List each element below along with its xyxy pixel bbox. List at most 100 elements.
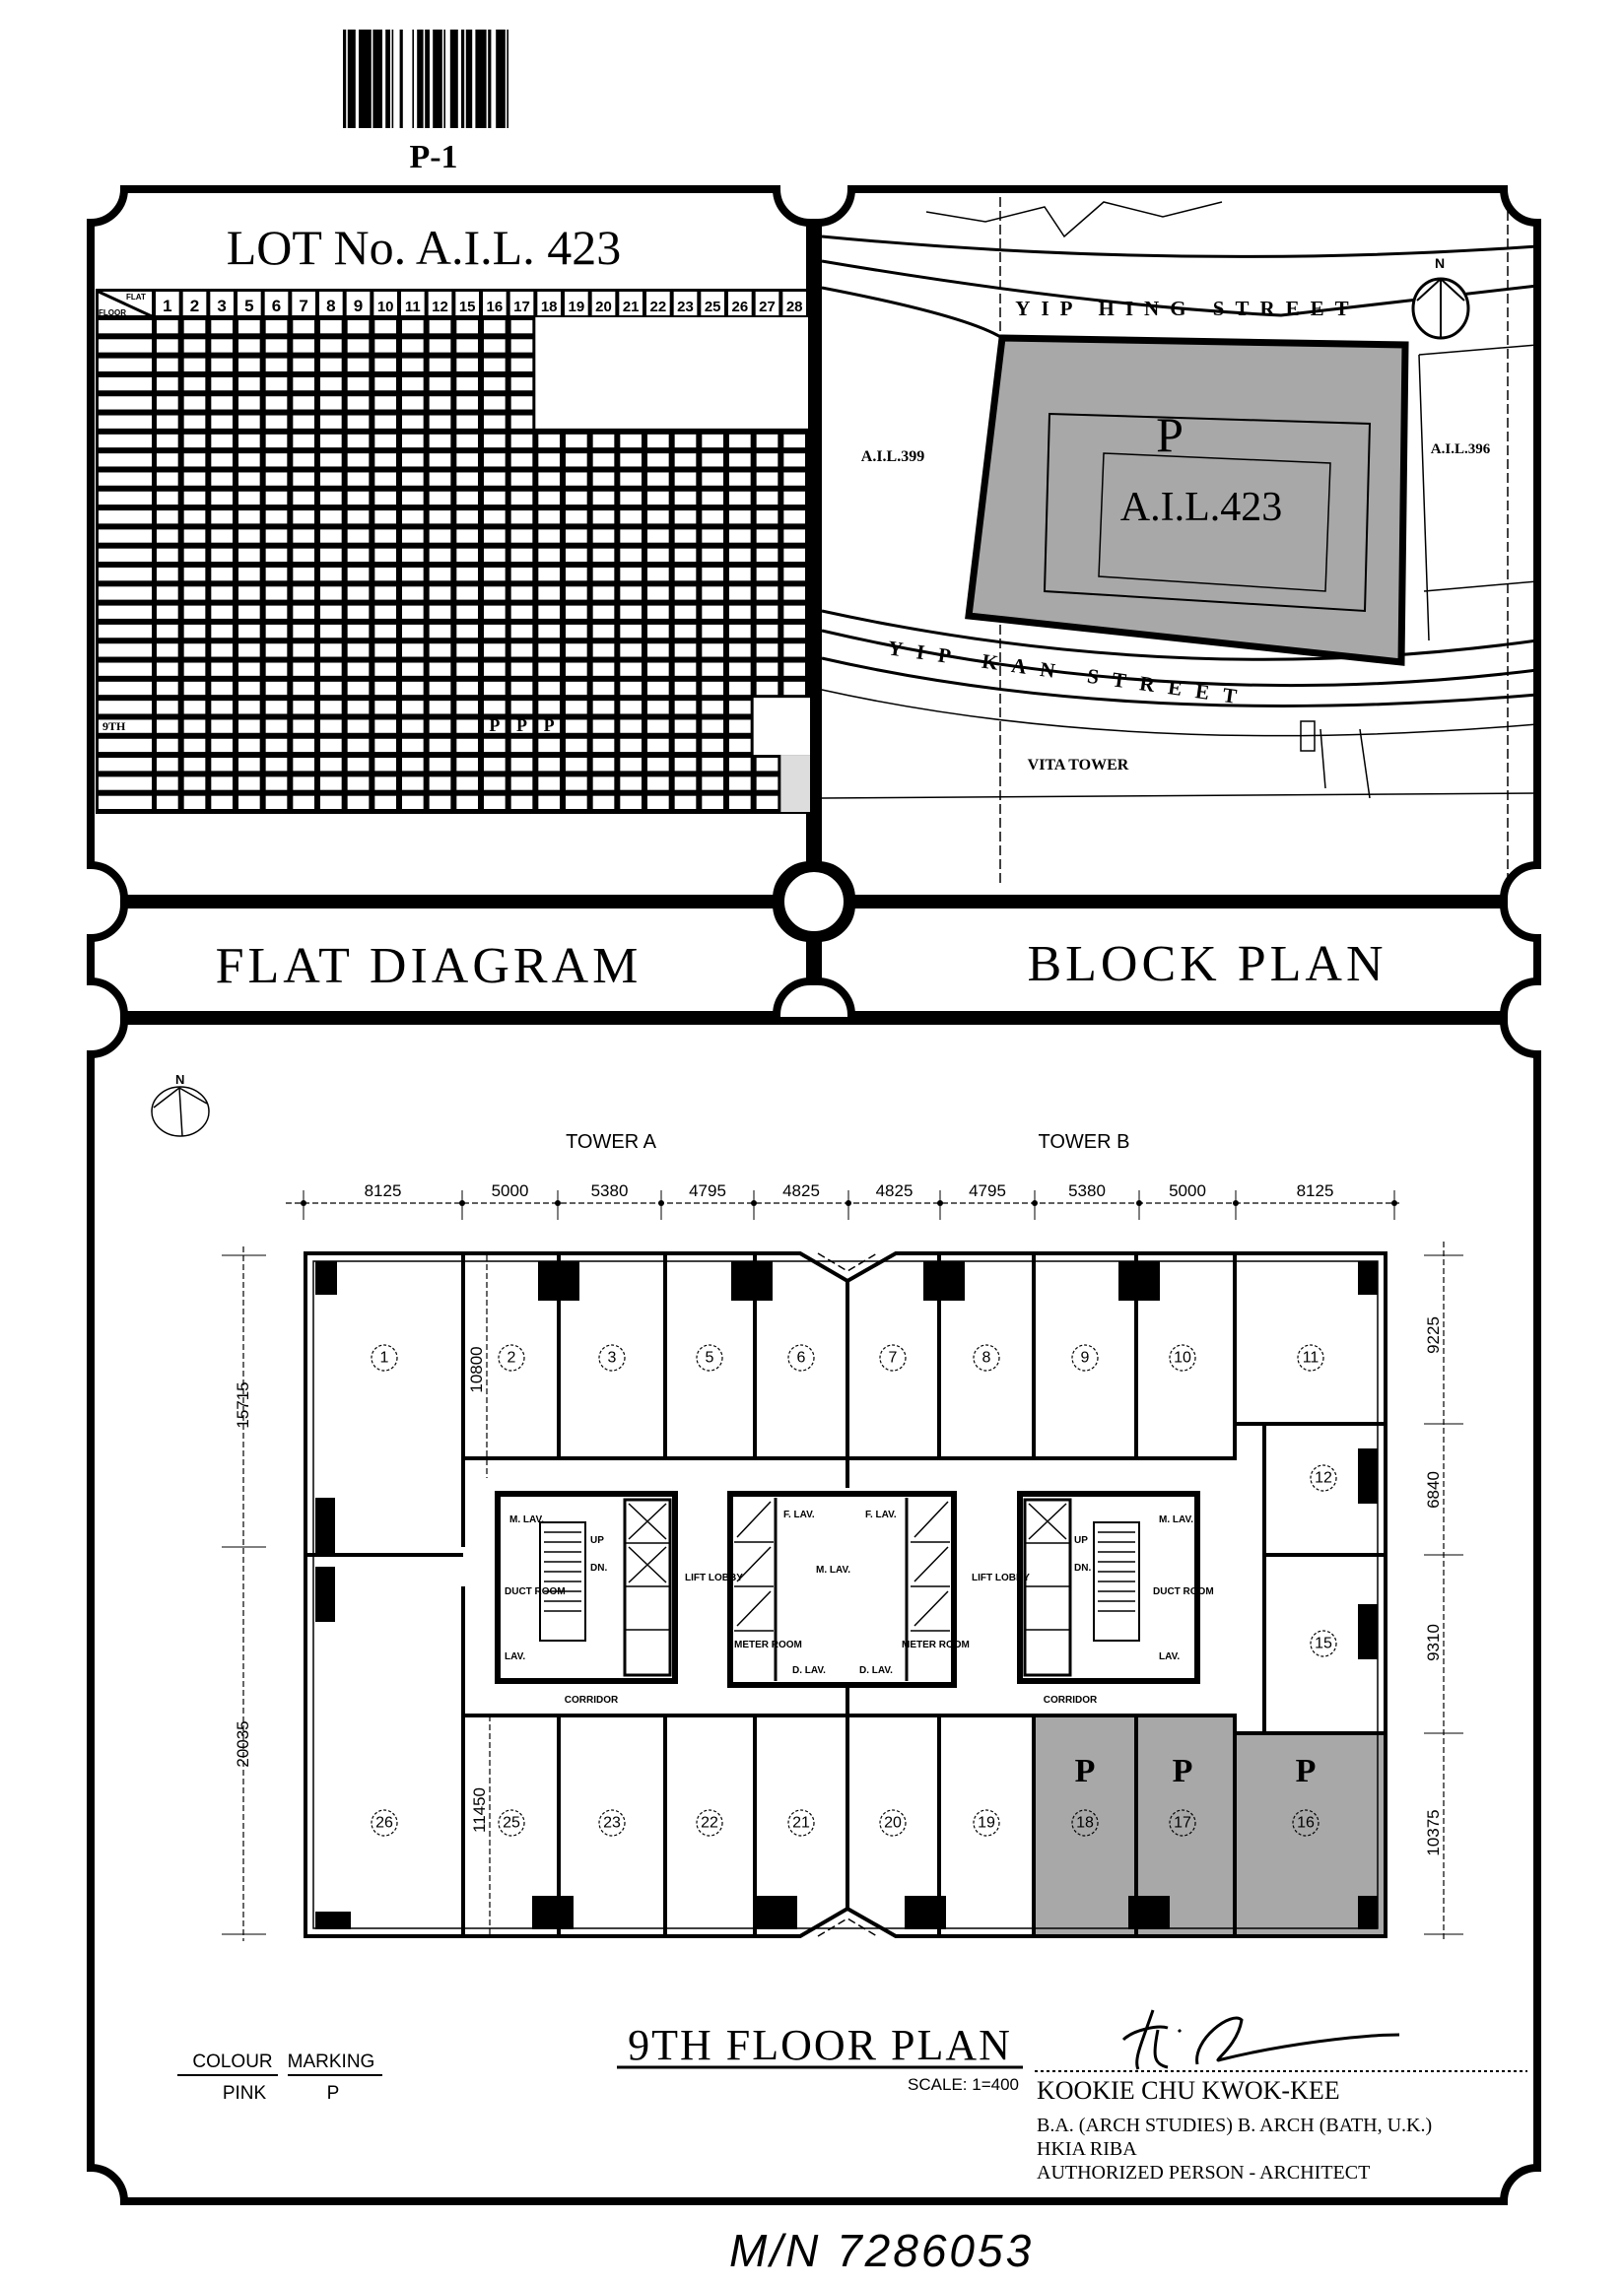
flat-cell <box>456 643 478 657</box>
grid-blank-area <box>753 698 810 756</box>
dim-label: 8125 <box>1297 1181 1334 1200</box>
building-south-label: VITA TOWER <box>1028 757 1129 774</box>
flat-cell <box>238 701 260 714</box>
flat-header-cell <box>782 292 806 315</box>
flat-cell <box>702 701 723 714</box>
flat-cell <box>293 758 314 772</box>
flat-cell <box>729 453 751 467</box>
flat-cell <box>374 376 396 391</box>
flat-cell <box>456 472 478 486</box>
flat-column-header: 2 <box>190 297 199 315</box>
flat-cell <box>429 453 451 467</box>
flat-cell <box>484 453 506 467</box>
flat-cell <box>538 758 560 772</box>
flat-cell <box>402 605 424 619</box>
flat-cell <box>402 453 424 467</box>
flat-cell <box>647 548 669 562</box>
flat-cell <box>429 491 451 505</box>
flat-cell <box>647 472 669 486</box>
flat-cell <box>592 605 615 619</box>
flat-cell <box>783 586 805 600</box>
flat-cell <box>620 605 642 619</box>
flat-cell <box>647 681 669 696</box>
unit-number: 1 <box>380 1350 389 1367</box>
flat-cell <box>674 548 697 562</box>
unit-number: 25 <box>503 1815 520 1832</box>
flat-cell <box>374 491 396 505</box>
flat-cell <box>157 415 178 429</box>
flat-cell <box>238 510 260 524</box>
unit-number: 22 <box>701 1815 718 1832</box>
site-lot-label: A.I.L.423 <box>1120 485 1282 530</box>
flat-cell <box>456 491 478 505</box>
flat-cell <box>592 738 615 753</box>
dimension-node <box>937 1200 943 1206</box>
flat-cell <box>592 548 615 562</box>
flat-cell <box>647 758 669 772</box>
flat-cell <box>238 719 260 733</box>
flat-cell <box>347 643 370 657</box>
flat-cell <box>238 681 260 696</box>
flat-cell <box>347 701 370 714</box>
barcode-bar <box>449 30 458 128</box>
flat-cell <box>647 605 669 619</box>
flat-cell <box>238 624 260 639</box>
floor-row-label-cell <box>99 510 152 524</box>
barcode-bar <box>443 30 445 128</box>
flat-cell <box>510 624 533 639</box>
flat-cell <box>374 529 396 543</box>
flat-cell <box>510 701 533 714</box>
flat-cell <box>783 605 805 619</box>
flat-cell <box>265 339 288 353</box>
flat-cell <box>729 472 751 486</box>
flat-cell <box>702 548 723 562</box>
flat-cell <box>157 643 178 657</box>
barcode-bar <box>475 30 487 128</box>
flat-cell <box>510 568 533 581</box>
flat-cell <box>702 472 723 486</box>
flat-cell <box>265 453 288 467</box>
floor-row-label-cell <box>99 491 152 505</box>
flat-cell <box>729 491 751 505</box>
legend-marking-value: P <box>327 2083 340 2104</box>
dimension-node <box>1391 1200 1397 1206</box>
flat-cell <box>320 396 342 410</box>
flat-cell <box>510 758 533 772</box>
marked-unit-18 <box>1034 1715 1136 1934</box>
unit-number-circle <box>787 1344 815 1372</box>
flat-cell <box>429 358 451 371</box>
flat-cell <box>510 491 533 505</box>
flat-cell <box>566 605 587 619</box>
floor-row-label-cell <box>99 376 152 391</box>
flat-cell <box>347 624 370 639</box>
flat-cell <box>429 662 451 676</box>
flat-cell <box>293 548 314 562</box>
flat-cell <box>756 776 778 790</box>
flat-cell <box>647 795 669 809</box>
flat-cell <box>157 719 178 733</box>
flat-header-cell <box>509 292 534 315</box>
flat-cell <box>756 568 778 581</box>
flat-cell <box>592 510 615 524</box>
flat-cell <box>538 624 560 639</box>
dim-label: 6840 <box>1424 1471 1443 1509</box>
flat-cell <box>320 358 342 371</box>
flat-cell <box>674 434 697 448</box>
flat-cell <box>157 529 178 543</box>
flat-cell <box>729 624 751 639</box>
flat-header-cell <box>565 292 588 315</box>
unit-number-circle <box>879 1809 907 1837</box>
floor-row-label-cell <box>99 662 152 676</box>
flat-header-cell <box>537 292 561 315</box>
flat-cell <box>347 776 370 790</box>
barcode-bar <box>359 30 372 128</box>
flat-cell <box>510 605 533 619</box>
flat-cell <box>456 358 478 371</box>
frame-block-plan-label <box>814 901 1541 1019</box>
flat-cell <box>211 719 233 733</box>
flat-cell <box>456 529 478 543</box>
flat-cell <box>429 548 451 562</box>
flat-cell <box>320 376 342 391</box>
flat-cell <box>238 529 260 543</box>
